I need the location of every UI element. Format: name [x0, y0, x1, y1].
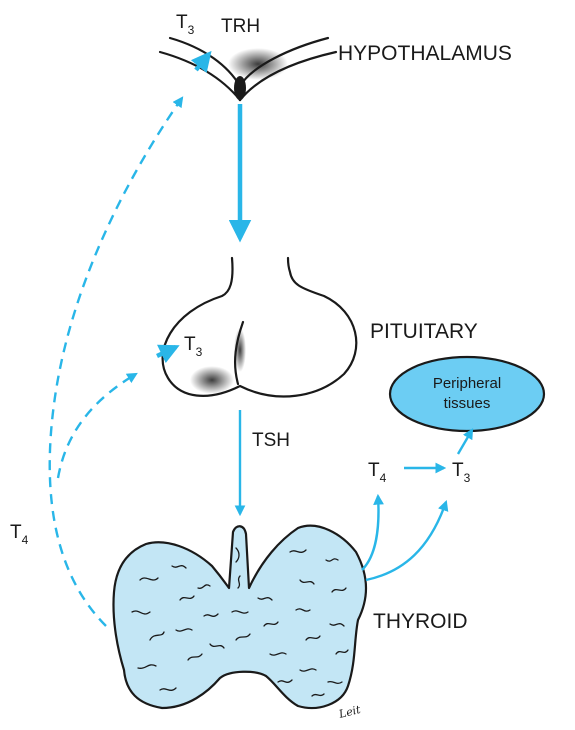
- pituitary-label: PITUITARY: [370, 320, 478, 343]
- peripheral-t3-label: T3: [452, 460, 471, 485]
- feedback-t4-label: T4: [10, 522, 29, 547]
- tsh-label: TSH: [252, 430, 290, 451]
- hypothalamus-t3-arrow: [196, 54, 209, 70]
- peripheral-tissues-line1: Peripheral: [433, 375, 501, 392]
- trh-label: TRH: [221, 16, 260, 37]
- pituitary-t3-arrow: [157, 347, 176, 356]
- thyroid-body: [113, 526, 366, 708]
- artist-signature: Leit: [337, 703, 363, 721]
- hypothalamus-t3-label: T3: [176, 12, 195, 37]
- pituitary-t3-label: T3: [184, 334, 203, 359]
- peripheral-tissues-line2: tissues: [444, 395, 491, 412]
- peripheral-tissues-ellipse: [390, 357, 544, 431]
- t4-feedback-to-pituitary: [58, 374, 136, 478]
- hypothalamus-label: HYPOTHALAMUS: [338, 42, 512, 65]
- hypothalamus-structure: [160, 38, 336, 100]
- peripheral-t4-label: T4: [368, 460, 387, 485]
- thyroid-to-t4-arrow: [362, 496, 378, 570]
- pituitary-shading: [190, 366, 234, 394]
- pituitary-structure: [163, 258, 357, 396]
- thyroid-gland: [113, 526, 366, 708]
- t3-to-tissues-arrow: [458, 430, 472, 454]
- thyroid-label: THYROID: [373, 610, 468, 633]
- hypothalamus-shading: [228, 48, 288, 80]
